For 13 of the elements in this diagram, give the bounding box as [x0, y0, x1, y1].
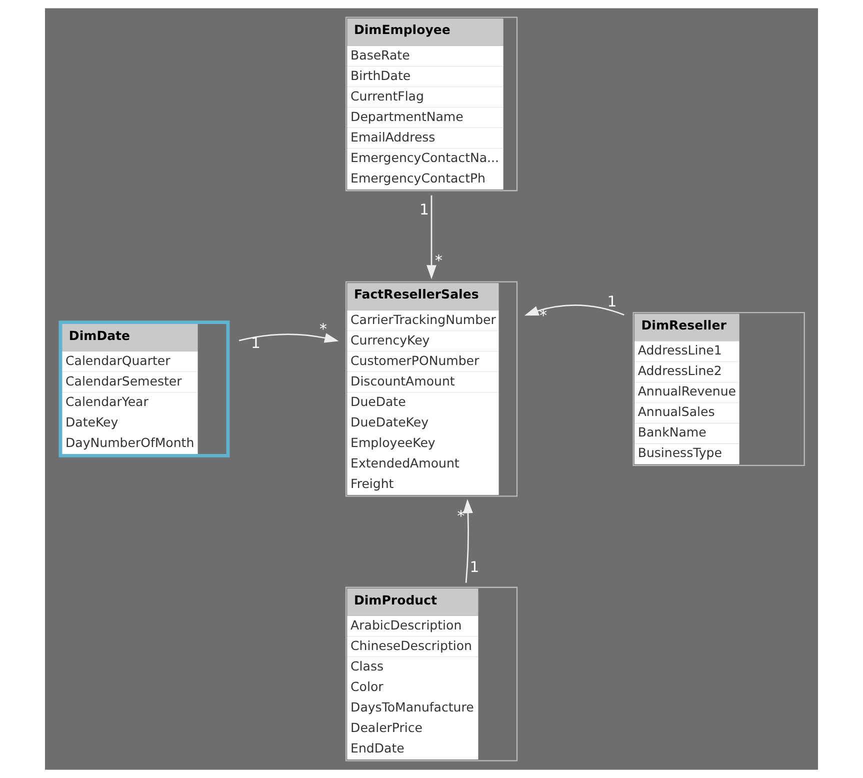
- label: *: [435, 252, 442, 270]
- arrow: [463, 499, 473, 583]
- node-box: DimDate CalendarQuarter CalendarSemester CalendarYear DateKey DayNumberOfMonth: [58, 320, 230, 458]
- label: *: [457, 508, 465, 525]
- label: *: [320, 320, 327, 338]
- arrow: [426, 195, 436, 280]
- arrow: [238, 333, 339, 343]
- label: 1: [420, 202, 429, 219]
- label: *: [540, 307, 548, 324]
- arrow: [524, 304, 624, 316]
- label: 1: [607, 294, 617, 311]
- label: 1: [251, 334, 260, 352]
- label: 1: [470, 558, 480, 576]
